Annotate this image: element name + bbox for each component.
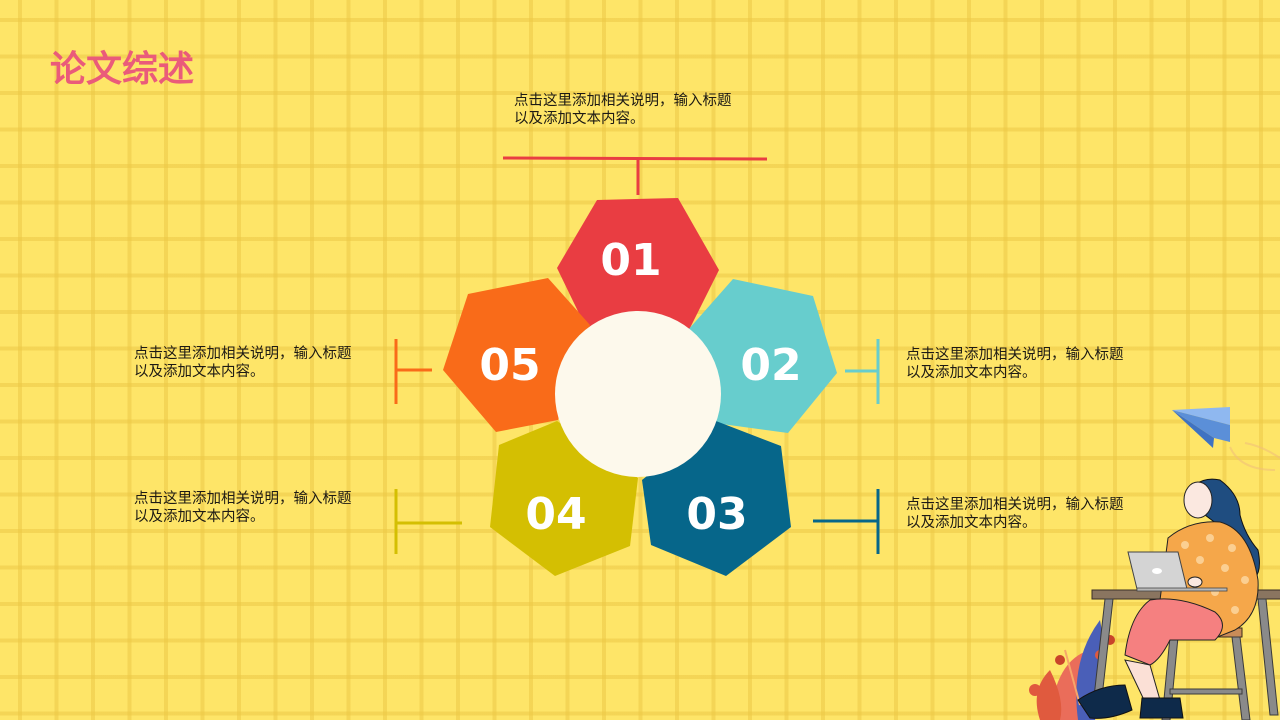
connector-05 xyxy=(394,339,432,404)
petal-05 xyxy=(443,278,590,432)
sweater-dots xyxy=(1181,534,1249,614)
connector-02 xyxy=(845,339,880,404)
connector-03 xyxy=(813,489,880,554)
petal-01 xyxy=(557,198,719,332)
description-04: 点击这里添加相关说明，输入标题 以及添加文本内容。 xyxy=(134,490,384,526)
paper-plane-icon xyxy=(1172,407,1280,471)
description-03-line1: 点击这里添加相关说明，输入标题 xyxy=(906,497,1124,513)
center-circle xyxy=(555,311,721,477)
petal-01-number: 01 xyxy=(600,235,662,286)
petal-03-number: 03 xyxy=(686,489,748,540)
leg xyxy=(1124,659,1161,703)
description-01: 点击这里添加相关说明，输入标题 以及添加文本内容。 xyxy=(514,92,764,128)
description-04-line1: 点击这里添加相关说明，输入标题 xyxy=(134,491,352,507)
description-02-line1: 点击这里添加相关说明，输入标题 xyxy=(906,347,1124,363)
description-03-line2: 以及添加文本内容。 xyxy=(906,515,1037,531)
pants xyxy=(1124,598,1223,666)
description-02-line2: 以及添加文本内容。 xyxy=(906,365,1037,381)
description-03: 点击这里添加相关说明，输入标题 以及添加文本内容。 xyxy=(906,496,1156,532)
petal-02 xyxy=(688,279,837,433)
description-01-line2: 以及添加文本内容。 xyxy=(514,111,645,127)
face xyxy=(1183,481,1213,519)
description-05-line2: 以及添加文本内容。 xyxy=(134,364,265,380)
petal-04-number: 04 xyxy=(525,489,587,540)
shoe-right xyxy=(1139,697,1184,719)
description-04-line2: 以及添加文本内容。 xyxy=(134,509,265,525)
description-05-line1: 点击这里添加相关说明，输入标题 xyxy=(134,346,352,362)
petal-02-number: 02 xyxy=(740,340,802,391)
description-05: 点击这里添加相关说明，输入标题 以及添加文本内容。 xyxy=(134,345,384,381)
laptop-icon xyxy=(1127,551,1228,592)
connector-04 xyxy=(394,489,462,554)
petal-05-number: 05 xyxy=(479,340,541,391)
connector-01 xyxy=(502,156,768,195)
description-02: 点击这里添加相关说明，输入标题 以及添加文本内容。 xyxy=(906,346,1156,382)
description-01-line1: 点击这里添加相关说明，输入标题 xyxy=(514,93,732,109)
hand xyxy=(1187,576,1203,588)
slide-title: 论文综述 xyxy=(50,49,195,90)
shoe-left xyxy=(1077,684,1133,719)
